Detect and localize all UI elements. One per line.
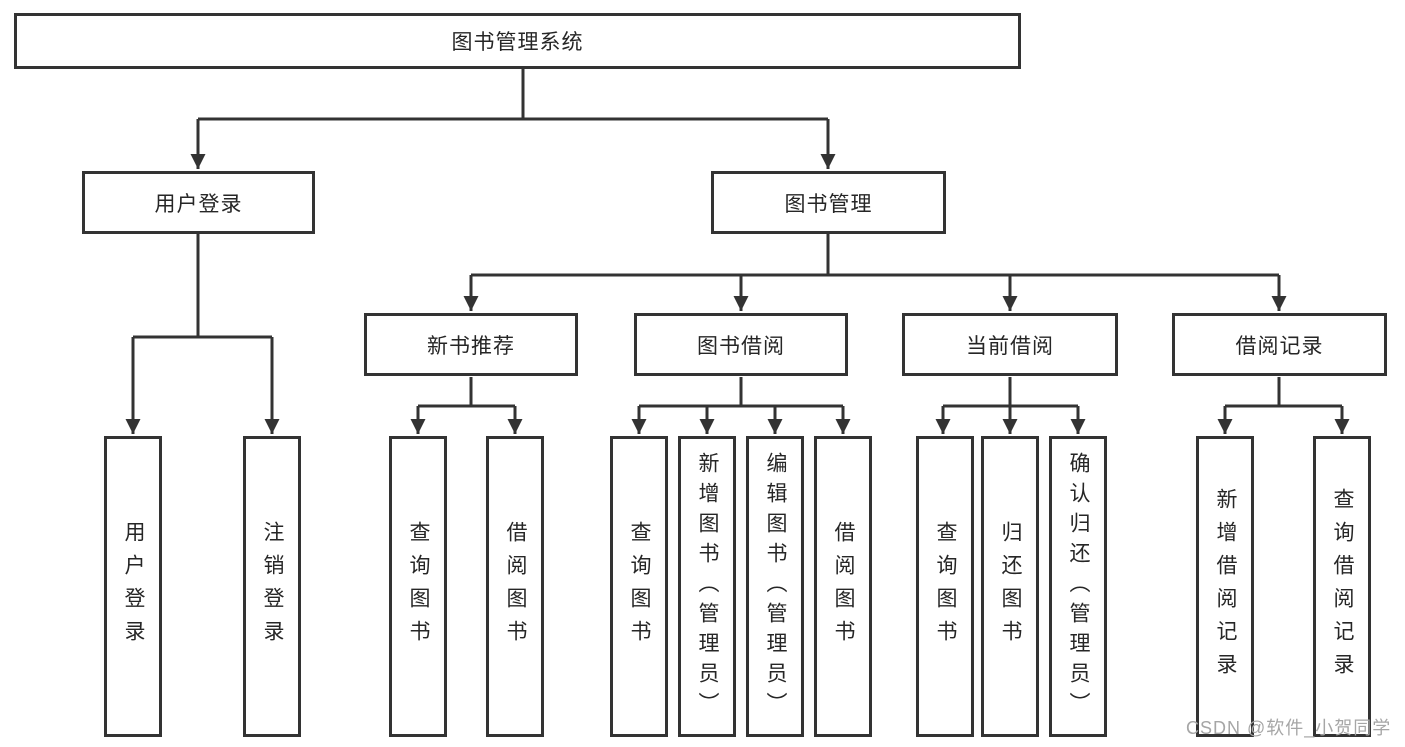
leaf-edit-books-admin: 编辑图书（管理员） (746, 436, 804, 737)
leaf-query-books-borrow: 查询图书 (610, 436, 668, 737)
leaf-borrow-books: 借阅图书 (814, 436, 872, 737)
connector-book-management-split (463, 234, 1287, 311)
connector-user-login-split (125, 234, 280, 434)
leaf-query-books-recommend: 查询图书 (389, 436, 447, 737)
leaf-edit-books-admin-label: 编辑图书（管理员） (764, 451, 787, 722)
leaf-query-borrow-record: 查询借阅记录 (1313, 436, 1371, 737)
connector-borrow-records-split (1217, 377, 1350, 434)
leaf-add-books-admin-label: 新增图书（管理员） (696, 451, 719, 722)
leaf-query-borrow-record-label: 查询借阅记录 (1331, 487, 1354, 686)
node-book-borrow: 图书借阅 (634, 313, 848, 376)
leaf-query-books-current: 查询图书 (916, 436, 974, 737)
leaf-confirm-return-admin-label: 确认归还（管理员） (1067, 451, 1090, 722)
node-book-management-label: 图书管理 (784, 192, 873, 216)
node-root-system: 图书管理系统 (14, 13, 1021, 69)
node-root-system-label: 图书管理系统 (451, 31, 584, 54)
leaf-add-borrow-record-label: 新增借阅记录 (1214, 487, 1237, 686)
leaf-user-login-label: 用户登录 (122, 520, 145, 653)
leaf-return-books-label: 归还图书 (999, 520, 1022, 653)
leaf-query-books-borrow-label: 查询图书 (628, 520, 651, 653)
node-new-book-recommend-label: 新书推荐 (427, 334, 515, 358)
node-user-login-label: 用户登录 (154, 192, 243, 216)
node-user-login: 用户登录 (82, 171, 315, 234)
node-borrow-records: 借阅记录 (1172, 313, 1387, 376)
connector-root-split (190, 69, 836, 169)
leaf-logout-label: 注销登录 (261, 520, 284, 653)
connector-current-borrow-split (935, 377, 1086, 434)
node-current-borrow: 当前借阅 (902, 313, 1118, 376)
node-borrow-records-label: 借阅记录 (1235, 334, 1324, 358)
connector-new-book-split (410, 377, 523, 434)
node-book-borrow-label: 图书借阅 (697, 334, 785, 358)
node-current-borrow-label: 当前借阅 (966, 334, 1054, 358)
leaf-borrow-books-label: 借阅图书 (832, 520, 855, 653)
leaf-add-books-admin: 新增图书（管理员） (678, 436, 736, 737)
csdn-watermark: CSDN @软件_小贺同学 (1186, 718, 1392, 738)
leaf-borrow-books-recommend-label: 借阅图书 (504, 520, 527, 653)
node-book-management: 图书管理 (711, 171, 946, 234)
leaf-confirm-return-admin: 确认归还（管理员） (1049, 436, 1107, 737)
leaf-user-login: 用户登录 (104, 436, 162, 737)
leaf-query-books-recommend-label: 查询图书 (407, 520, 430, 653)
leaf-borrow-books-recommend: 借阅图书 (486, 436, 544, 737)
leaf-add-borrow-record: 新增借阅记录 (1196, 436, 1254, 737)
connector-book-borrow-split (631, 377, 851, 434)
leaf-query-books-current-label: 查询图书 (934, 520, 957, 653)
leaf-logout: 注销登录 (243, 436, 301, 737)
leaf-return-books: 归还图书 (981, 436, 1039, 737)
node-new-book-recommend: 新书推荐 (364, 313, 578, 376)
